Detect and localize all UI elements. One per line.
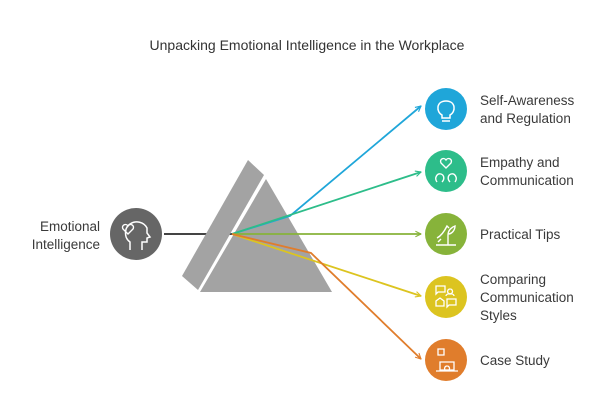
output-self-awareness: Self-Awareness and Regulation	[425, 88, 575, 130]
output-practical-tips: Practical Tips	[425, 213, 561, 255]
output-empathy: Empathy and Communication	[425, 150, 574, 192]
output-label: Communication	[480, 290, 574, 305]
output-label: Empathy and	[480, 155, 560, 170]
output-label: Case Study	[480, 353, 550, 368]
growth-plant-icon	[425, 213, 467, 255]
diagram-title: Unpacking Emotional Intelligence in the …	[150, 37, 465, 53]
output-label: Practical Tips	[480, 227, 561, 242]
ray-empathy	[231, 172, 421, 235]
lightbulb-icon	[425, 88, 467, 130]
output-label: Comparing	[480, 272, 546, 287]
people-heart-icon	[425, 150, 467, 192]
output-label: and Regulation	[480, 111, 571, 126]
source-label-line1: Emotional	[40, 219, 100, 234]
output-label: Styles	[480, 308, 517, 323]
prism-back	[182, 160, 264, 290]
source-node: Emotional Intelligence	[32, 208, 162, 260]
output-comparing: Comparing Communication Styles	[425, 272, 574, 323]
ray-case-study	[231, 233, 421, 359]
chat-compare-icon	[425, 276, 467, 318]
output-case-study: Case Study	[425, 339, 550, 381]
source-label-line2: Intelligence	[32, 237, 100, 252]
head-heart-icon	[110, 208, 162, 260]
ray-comparing	[231, 233, 421, 296]
prism-front	[200, 179, 332, 292]
laptop-study-icon	[425, 339, 467, 381]
output-label: Self-Awareness	[480, 93, 575, 108]
output-label: Communication	[480, 173, 574, 188]
